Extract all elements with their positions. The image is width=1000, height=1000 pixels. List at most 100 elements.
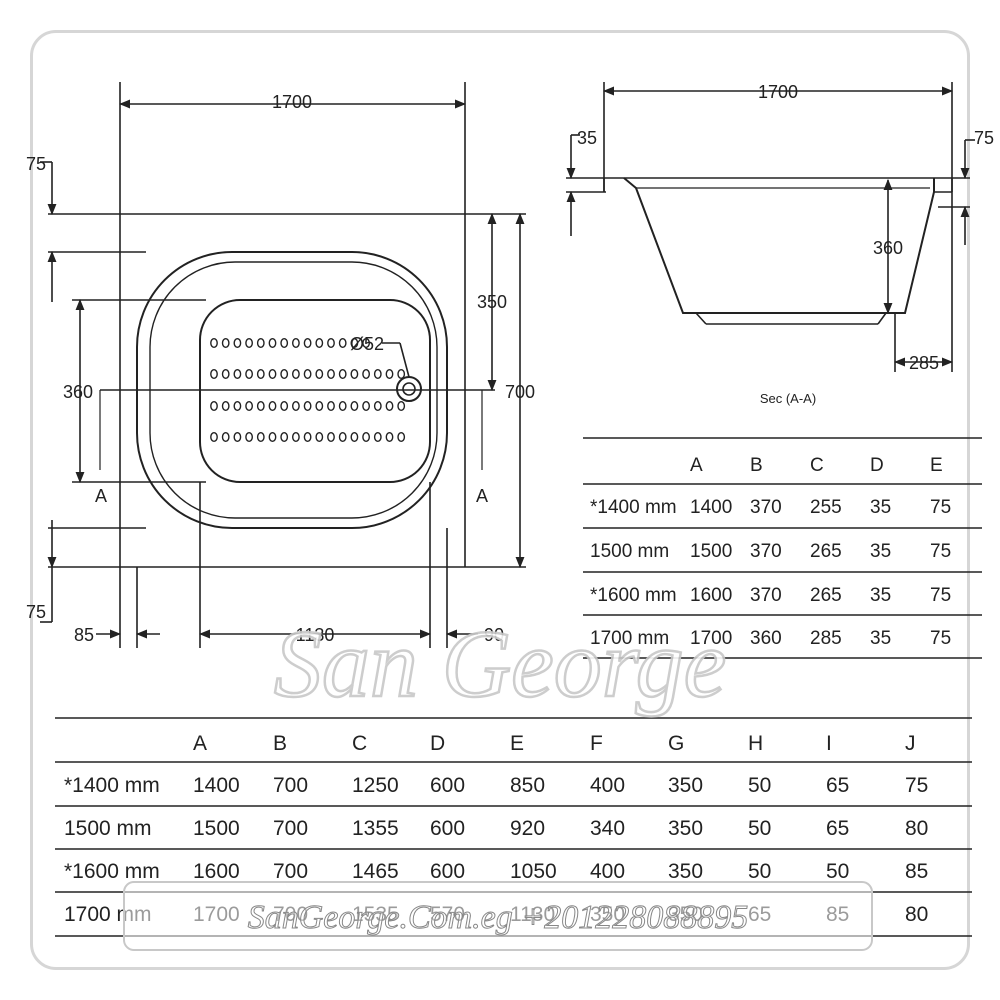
anti-slip-dot	[291, 401, 300, 412]
big-table-row-size: *1400 mm	[64, 774, 160, 797]
anti-slip-dot	[397, 432, 406, 443]
anti-slip-dot	[385, 369, 394, 380]
anti-slip-dot	[315, 432, 324, 443]
anti-slip-dot	[397, 369, 406, 380]
big-table-header-f: F	[590, 732, 603, 755]
big-table-row-size: *1600 mm	[64, 860, 160, 883]
top-rim-label: 75	[26, 154, 46, 174]
small-table-cell: 75	[930, 497, 951, 518]
small-table-cell: 360	[750, 628, 782, 649]
anti-slip-dot	[210, 369, 218, 380]
footer-watermark-box	[123, 881, 873, 951]
anti-slip-dot	[268, 369, 277, 380]
small-table-cell: 35	[870, 628, 891, 649]
anti-slip-dot	[362, 401, 370, 412]
big-table-cell: 85	[905, 860, 928, 883]
anti-slip-dot	[256, 401, 265, 412]
big-table-header-b: B	[273, 732, 287, 755]
anti-slip-dot	[350, 338, 359, 349]
small-table-header-e: E	[930, 455, 943, 476]
small-table-row-size: *1400 mm	[590, 497, 677, 518]
anti-slip-dot	[221, 432, 230, 443]
anti-slip-dot	[362, 369, 370, 380]
anti-slip-dot	[303, 338, 312, 349]
big-table-cell: 80	[905, 903, 928, 926]
big-table-cell: 50	[826, 860, 849, 883]
big-table-cell: 850	[510, 774, 545, 797]
anti-slip-dot	[327, 432, 335, 443]
plan-length-label: 1700	[272, 92, 312, 112]
anti-slip-dot	[233, 369, 242, 380]
anti-slip-dot	[210, 432, 218, 443]
anti-slip-dot	[362, 432, 370, 443]
small-table-cell: 35	[870, 585, 891, 606]
anti-slip-dot	[338, 432, 347, 443]
anti-slip-dot	[280, 369, 289, 380]
big-table-header-d: D	[430, 732, 445, 755]
anti-slip-dot	[291, 432, 300, 443]
anti-slip-dot	[327, 338, 335, 349]
anti-slip-dot	[268, 338, 277, 349]
big-table-lines	[55, 717, 972, 937]
big-table-header-g: G	[668, 732, 684, 755]
small-table-cell: 75	[930, 628, 951, 649]
big-table-cell: 1050	[510, 860, 557, 883]
drawing-frame	[30, 30, 970, 970]
anti-slip-dot	[268, 401, 277, 412]
big-table-cell: 350	[668, 774, 703, 797]
small-table-cell: 265	[810, 541, 842, 562]
big-table-cell: 1400	[193, 774, 240, 797]
big-table-cell: 65	[826, 817, 849, 840]
right-offset-label: 90	[484, 625, 504, 645]
anti-slip-dot	[303, 432, 312, 443]
anti-slip-dot	[221, 338, 230, 349]
big-table-cell: 65	[826, 774, 849, 797]
small-table-header-c: C	[810, 455, 824, 476]
anti-slip-dot	[303, 401, 312, 412]
drain-diameter-label: Ø52	[350, 334, 384, 354]
small-table-cell: 285	[810, 628, 842, 649]
big-table-cell: 600	[430, 774, 465, 797]
depth-label: 360	[873, 238, 903, 258]
big-table-cell: 50	[748, 774, 771, 797]
brand-watermark: San George	[274, 610, 726, 717]
small-table-cell: 1500	[690, 541, 732, 562]
small-table-row-size: 1500 mm	[590, 541, 669, 562]
small-table-cell: 35	[870, 497, 891, 518]
anti-slip-dot	[245, 401, 254, 412]
big-table-cell: 1500	[193, 817, 240, 840]
big-table-cell: 400	[590, 860, 625, 883]
big-table-cell: 600	[430, 860, 465, 883]
right-lip-label: 75	[974, 128, 994, 148]
anti-slip-dot	[233, 432, 242, 443]
plan-view	[40, 82, 526, 648]
big-table-cell: 1355	[352, 817, 399, 840]
anti-slip-dot	[373, 401, 382, 412]
anti-slip-dot	[373, 432, 382, 443]
big-table-cell: 50	[748, 860, 771, 883]
anti-slip-dot	[245, 338, 254, 349]
anti-slip-dot	[397, 401, 406, 412]
left-offset-label: 85	[74, 625, 94, 645]
anti-slip-dot	[327, 401, 335, 412]
big-table-cell: 700	[273, 817, 308, 840]
big-table-cell: 1465	[352, 860, 399, 883]
big-table-cell: 50	[748, 817, 771, 840]
anti-slip-dot	[291, 338, 300, 349]
anti-slip-dot	[338, 338, 347, 349]
big-table-cell: 920	[510, 817, 545, 840]
anti-slip-dot	[280, 338, 289, 349]
anti-slip-dot	[210, 401, 218, 412]
big-table-header-i: I	[826, 732, 832, 755]
big-table-header-j: J	[905, 732, 916, 755]
anti-slip-dot	[350, 369, 359, 380]
anti-slip-dot	[280, 401, 289, 412]
small-table-header-b: B	[750, 455, 763, 476]
anti-slip-dot	[256, 338, 265, 349]
small-table-row-size: *1600 mm	[590, 585, 677, 606]
anti-slip-dot	[245, 432, 254, 443]
small-table-cell: 255	[810, 497, 842, 518]
small-table-cell: 35	[870, 541, 891, 562]
anti-slip-dot	[362, 338, 370, 349]
big-table-cell: 340	[590, 817, 625, 840]
